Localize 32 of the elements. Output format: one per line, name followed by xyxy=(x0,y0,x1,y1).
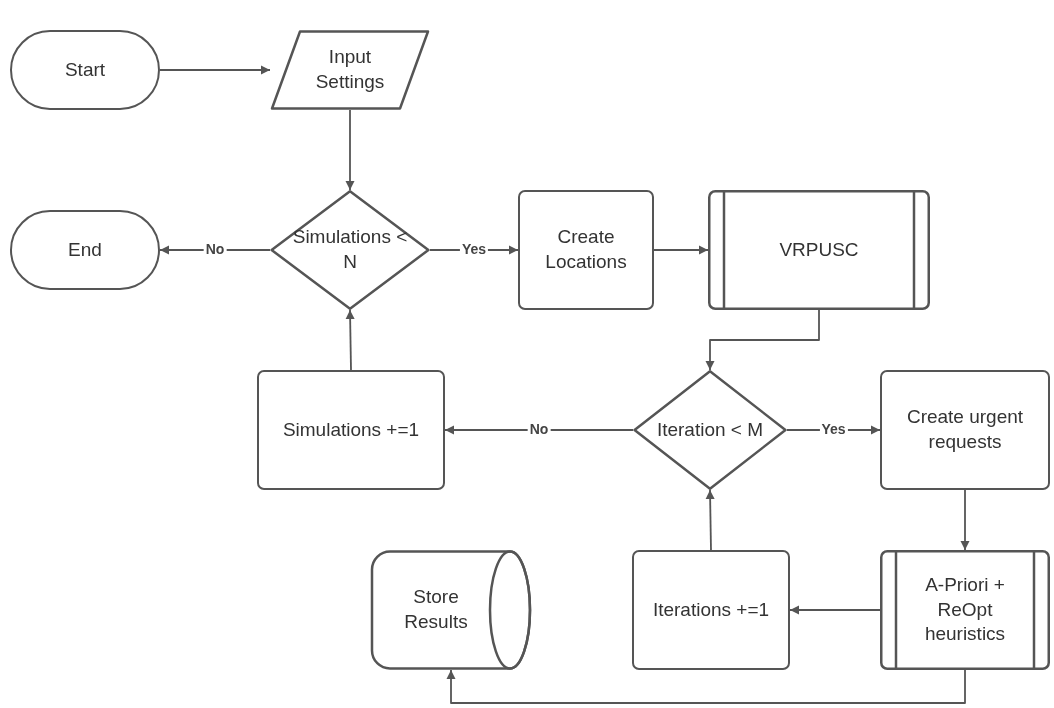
storage-cylinder xyxy=(370,550,532,670)
arrow xyxy=(705,489,715,551)
node-label: End xyxy=(68,237,102,262)
arrow xyxy=(345,309,355,371)
node-label: Start xyxy=(64,57,106,82)
arrow xyxy=(789,605,881,615)
process-box xyxy=(632,550,790,670)
node-label: Input Settings xyxy=(314,45,386,94)
arrow xyxy=(446,669,966,704)
arrow xyxy=(653,245,709,255)
arrow xyxy=(345,109,355,191)
node-label: Simulations +=1 xyxy=(282,417,420,442)
decision-diamond xyxy=(270,190,430,310)
node-label: Store Results xyxy=(403,585,469,634)
arrow xyxy=(705,309,820,371)
node-label: Create Locations xyxy=(544,225,628,274)
process-box xyxy=(257,370,445,490)
node-label: Iteration < M xyxy=(656,417,764,442)
node-label: VRPUSC xyxy=(779,237,859,262)
process-box xyxy=(518,190,654,310)
process-box xyxy=(880,370,1050,490)
node-label: A-Priori + ReOpt heuristics xyxy=(923,572,1007,647)
decision-diamond xyxy=(633,370,787,490)
node-label: Create urgent requests xyxy=(905,405,1025,454)
arrow xyxy=(159,65,271,75)
node-label: Iterations +=1 xyxy=(652,597,770,622)
arrow xyxy=(444,425,634,435)
subroutine-box xyxy=(708,190,930,310)
subroutine-box xyxy=(880,550,1050,670)
input-parallelogram xyxy=(270,30,430,110)
node-label: Simulations < N xyxy=(291,225,409,274)
arrow xyxy=(960,489,970,551)
